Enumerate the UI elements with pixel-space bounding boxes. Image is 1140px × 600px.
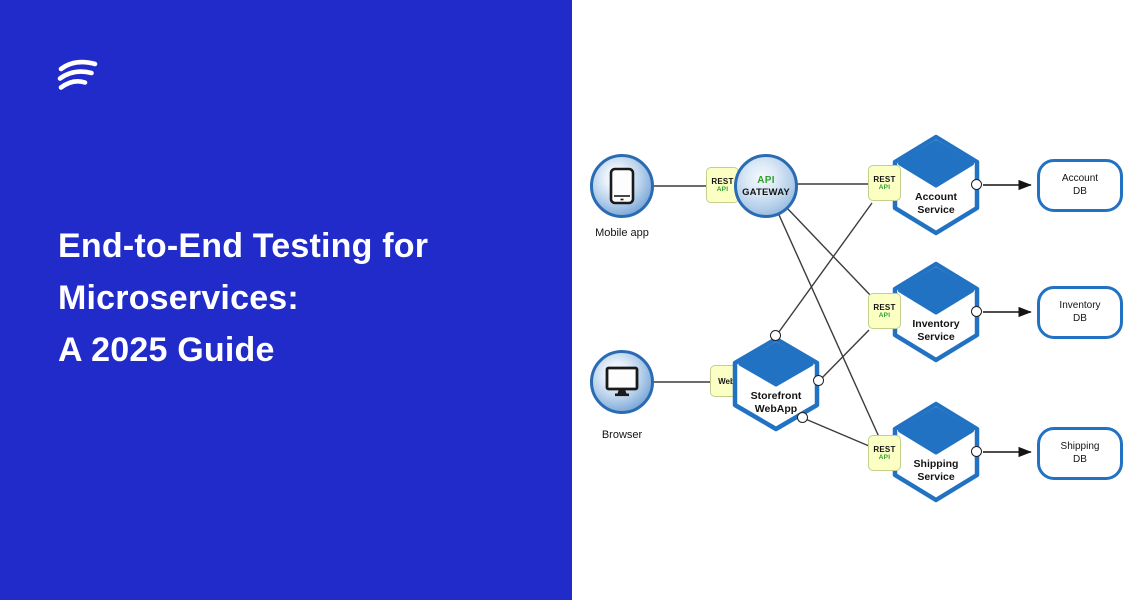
page-title: End-to-End Testing for Microservices: A … [58, 220, 538, 376]
client-node-browser [590, 350, 654, 414]
title-line-2: Microservices: [58, 278, 299, 317]
brand-arcs-icon [57, 59, 98, 90]
browser-label: Browser [601, 429, 643, 441]
gateway-name-line-1: API [757, 174, 775, 186]
db-node-inventory: Inventory DB [1037, 286, 1123, 339]
monitor-icon [605, 366, 639, 397]
db-node-account: Account DB [1037, 159, 1123, 212]
db-name-line-1: Shipping [1060, 441, 1100, 452]
db-name-line-2: DB [1073, 453, 1087, 465]
client-node-mobile [590, 154, 654, 218]
title-line-3: A 2025 Guide [58, 330, 275, 369]
gateway-name-line-2: GATEWAY [742, 186, 790, 198]
rest-label: REST [873, 445, 896, 454]
rest-api-badge-inventory: REST API [868, 293, 901, 329]
connector-dot-shipping [971, 446, 982, 457]
title-panel: End-to-End Testing for Microservices: A … [0, 0, 572, 600]
wire-webapp-to-inventory-rest [818, 329, 870, 382]
connector-dot-inventory [971, 306, 982, 317]
wire-webapp-to-shipping-rest [802, 417, 870, 447]
mobile-app-label: Mobile app [595, 227, 649, 239]
wire-gateway-to-shipping-rest [765, 185, 880, 438]
web-badge: Web [710, 365, 743, 397]
rest-label: REST [711, 177, 734, 186]
api-gateway-node: API GATEWAY [734, 154, 798, 218]
wire-webapp-to-account-rest [775, 202, 873, 337]
db-name-line-1: Account [1061, 173, 1099, 184]
connector-dot-webapp-right [813, 375, 824, 386]
db-name-line-2: DB [1073, 185, 1087, 197]
connector-dot-webapp-bottom [797, 412, 808, 423]
api-label: API [716, 186, 729, 193]
db-name-line-1: Inventory [1059, 300, 1101, 311]
api-label: API [878, 312, 891, 319]
db-node-shipping: Shipping DB [1037, 427, 1123, 480]
connector-dot-webapp-top [770, 330, 781, 341]
web-label: Web [718, 376, 735, 386]
title-line-1: End-to-End Testing for [58, 226, 429, 265]
rest-label: REST [873, 303, 896, 312]
rest-api-badge-gateway: REST API [706, 167, 739, 203]
smartphone-icon [609, 167, 635, 205]
rest-api-badge-account: REST API [868, 165, 901, 201]
connector-dot-account [971, 179, 982, 190]
rest-label: REST [873, 175, 896, 184]
api-label: API [878, 184, 891, 191]
api-label: API [878, 454, 891, 461]
db-name-line-2: DB [1073, 312, 1087, 324]
rest-api-badge-shipping: REST API [868, 435, 901, 471]
